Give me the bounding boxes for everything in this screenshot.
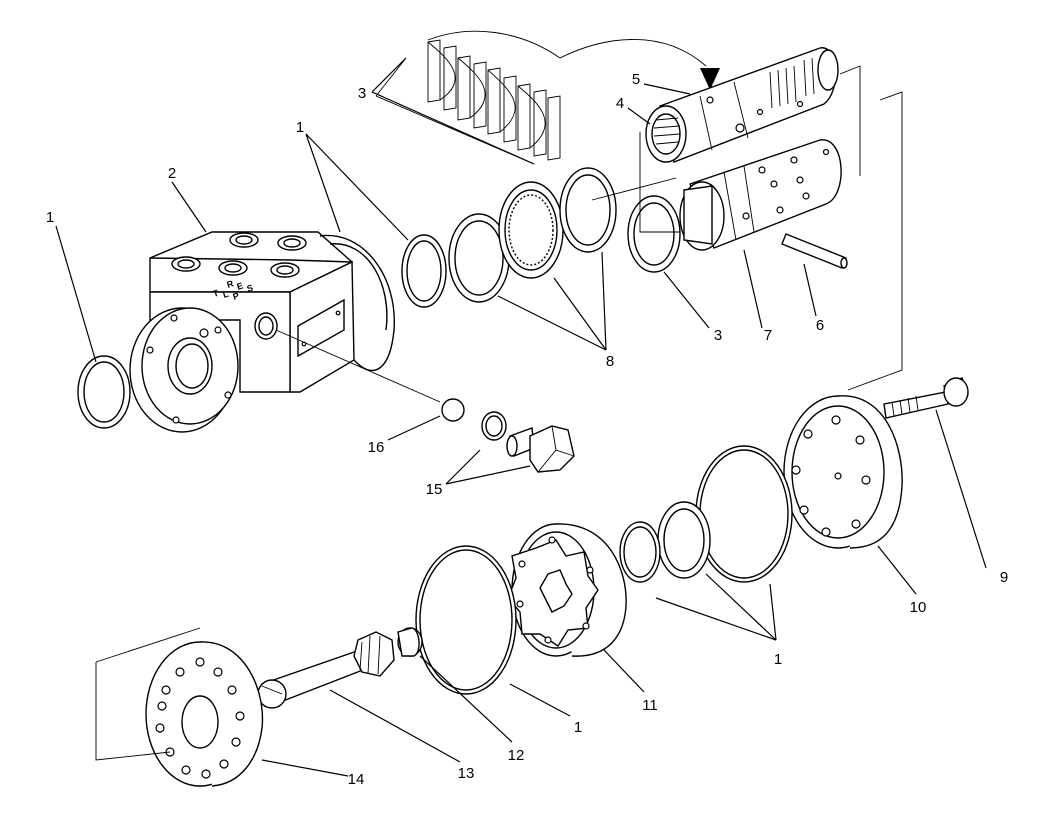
- valve-housing-part-2: T L P R E S: [129, 231, 395, 433]
- callout-15: 15: [426, 481, 443, 498]
- seal-ring-part-1-large: [415, 545, 517, 695]
- port-marking-s: S: [246, 283, 255, 294]
- callout-13: 13: [458, 765, 475, 782]
- port-marking-t: T: [212, 288, 221, 299]
- seal-ring-part-1-left: [77, 355, 131, 429]
- callout-14: 14: [348, 771, 365, 788]
- callout-9: 9: [1000, 569, 1008, 586]
- port-marking-e: E: [236, 281, 245, 292]
- callout-7: 7: [764, 327, 772, 344]
- port-marking-r: R: [226, 278, 236, 290]
- seal-rings-gerotor: [619, 445, 793, 583]
- check-ball-part-16: [441, 398, 465, 422]
- spacer-part-12: [397, 627, 423, 657]
- centering-pin-part-6: [781, 233, 848, 269]
- callout-1-gerotor-rings: 1: [774, 651, 782, 668]
- callout-labels: 1 2 1 3 4 5 3 7 6 8 9 10 1 11 1 12 13 14…: [46, 71, 1008, 788]
- drive-shaft-part-13: [257, 631, 395, 709]
- cap-screw-part-9: [883, 377, 969, 419]
- port-marking-p: P: [232, 291, 241, 302]
- callout-2: 2: [168, 165, 176, 182]
- port-marking-l: L: [222, 289, 231, 300]
- valve-sleeve-part-7: [679, 139, 842, 251]
- spool-sleeve-part-4-5: [645, 47, 839, 163]
- callout-1-top: 1: [296, 119, 304, 136]
- seal-rings-group: [401, 167, 681, 308]
- callout-3-springs: 3: [358, 85, 366, 102]
- callout-1-left-ring: 1: [46, 209, 54, 226]
- callout-12: 12: [508, 747, 525, 764]
- callout-3-ring: 3: [714, 327, 722, 344]
- callout-10: 10: [910, 599, 927, 616]
- callout-6: 6: [816, 317, 824, 334]
- centering-springs-part-3: [427, 30, 707, 161]
- plug-part-15: [481, 411, 575, 473]
- arrow-indicator-icon: [700, 68, 720, 90]
- leader-lines: [55, 57, 987, 777]
- callout-16: 16: [368, 439, 385, 456]
- callout-8: 8: [606, 353, 614, 370]
- end-cap-part-10: [783, 395, 903, 549]
- end-plate-part-14: [145, 641, 264, 787]
- callout-1-large-ring: 1: [574, 719, 582, 736]
- callout-11: 11: [642, 697, 658, 714]
- gerotor-part-11: [507, 523, 627, 657]
- callout-4: 4: [616, 95, 624, 112]
- callout-5: 5: [632, 71, 640, 88]
